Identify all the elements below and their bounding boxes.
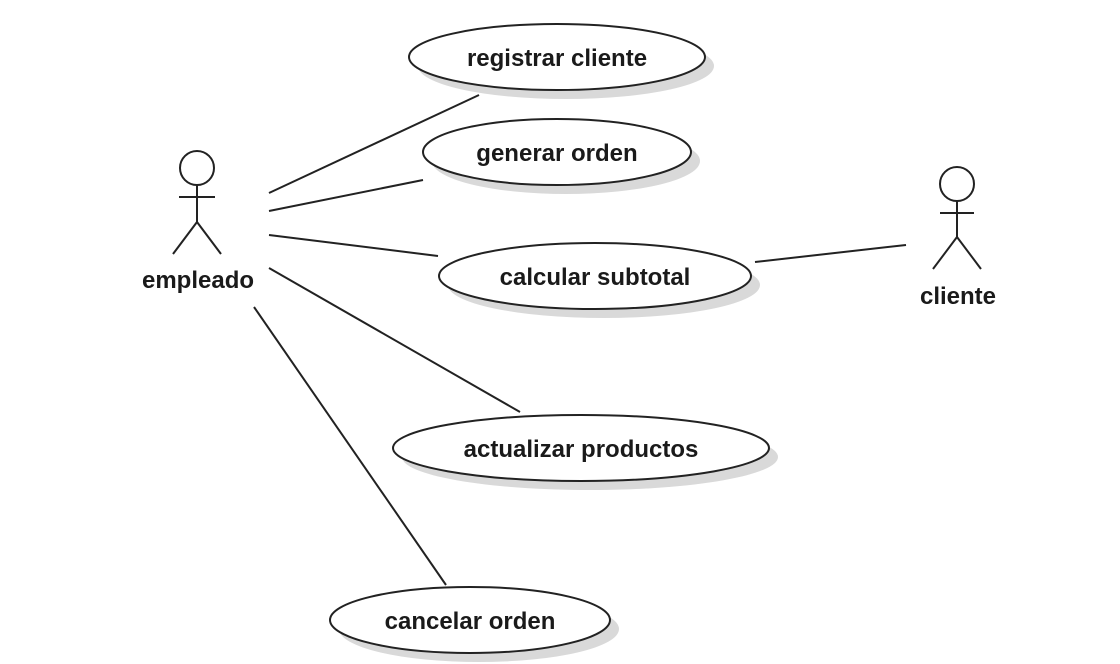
use-case-label: calcular subtotal (500, 264, 691, 291)
associations (253, 94, 907, 586)
stick-figure-icon (172, 150, 222, 255)
use-case-label: actualizar productos (464, 436, 699, 463)
use-case-registrar-cliente: registrar cliente (408, 23, 714, 99)
use-case-ellipse (408, 23, 706, 91)
association-empleado-calcular-subtotal (268, 234, 439, 257)
actor-empleado: empleado (142, 150, 254, 294)
use-case-cancelar-orden: cancelar orden (329, 586, 619, 662)
use-case-ellipse (392, 414, 770, 482)
use-case-label: cancelar orden (385, 608, 556, 635)
use-case-ellipse (329, 586, 611, 654)
association-empleado-actualizar-productos (268, 267, 521, 413)
use-case-ellipse (422, 118, 692, 186)
actor-cliente: cliente (920, 166, 996, 310)
use-case-calcular-subtotal: calcular subtotal (438, 242, 760, 318)
actor-label: empleado (142, 267, 254, 294)
use-case-ellipse (438, 242, 752, 310)
use-case-actualizar-productos: actualizar productos (392, 414, 778, 490)
use-case-label: registrar cliente (467, 45, 647, 72)
actor-label: cliente (920, 283, 996, 310)
association-cliente-calcular-subtotal (754, 244, 907, 263)
association-empleado-generar-orden (268, 179, 424, 212)
use-case-generar-orden: generar orden (422, 118, 700, 194)
stick-figure-icon (932, 166, 982, 270)
use-case-label: generar orden (476, 140, 637, 167)
association-empleado-registrar-cliente (268, 94, 480, 194)
association-empleado-cancelar-orden (253, 306, 447, 586)
